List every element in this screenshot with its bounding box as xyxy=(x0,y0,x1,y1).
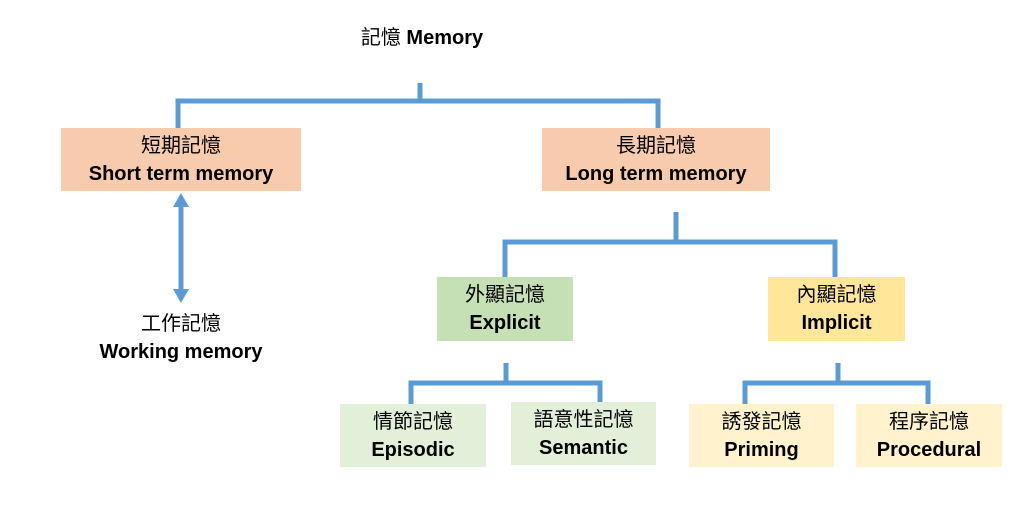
node-label-zh: 工作記憶 xyxy=(141,313,221,335)
node-label-en: Implicit xyxy=(801,312,872,334)
node-label-zh: 誘發記憶 xyxy=(721,410,802,433)
node-label-en: Procedural xyxy=(876,438,982,461)
node-label-zh: 程序記憶 xyxy=(889,410,969,433)
node-long-term: 長期記憶 Long term memory xyxy=(542,128,770,191)
title-en: Memory xyxy=(406,27,484,49)
arrow-up-head xyxy=(173,193,189,207)
connector-long xyxy=(502,239,838,278)
node-label-en: Explicit xyxy=(469,312,541,334)
node-label-zh: 內顯記憶 xyxy=(796,284,877,306)
node-label-zh: 短期記憶 xyxy=(141,134,221,157)
node-implicit: 內顯記憶 Implicit xyxy=(768,277,905,341)
node-label-en: Semantic xyxy=(539,436,628,459)
node-label-zh: 語意性記憶 xyxy=(533,408,634,431)
arrow-down-head xyxy=(173,289,189,303)
node-explicit: 外顯記憶 Explicit xyxy=(437,277,573,341)
node-label-en: Working memory xyxy=(99,341,263,363)
node-episodic: 情節記憶 Episodic xyxy=(340,404,486,467)
node-label-en: Priming xyxy=(724,438,799,461)
node-label-en: Short term memory xyxy=(88,162,274,185)
node-label-zh: 外顯記憶 xyxy=(465,284,545,306)
node-working-memory: 工作記憶 Working memory xyxy=(61,309,301,367)
node-short-term: 短期記憶 Short term memory xyxy=(61,128,301,191)
node-label-zh: 情節記憶 xyxy=(373,410,453,433)
connector-root xyxy=(175,98,661,129)
node-priming: 誘發記憶 Priming xyxy=(689,404,834,467)
connector-implicit xyxy=(742,380,931,405)
node-procedural: 程序記憶 Procedural xyxy=(856,404,1002,467)
node-label-en: Episodic xyxy=(371,438,455,461)
node-label-en: Long term memory xyxy=(565,162,747,185)
title-zh: 記憶 xyxy=(360,27,401,49)
node-semantic: 語意性記憶 Semantic xyxy=(511,402,656,465)
title: 記憶 Memory xyxy=(322,24,522,52)
node-label-zh: 長期記憶 xyxy=(616,134,696,157)
